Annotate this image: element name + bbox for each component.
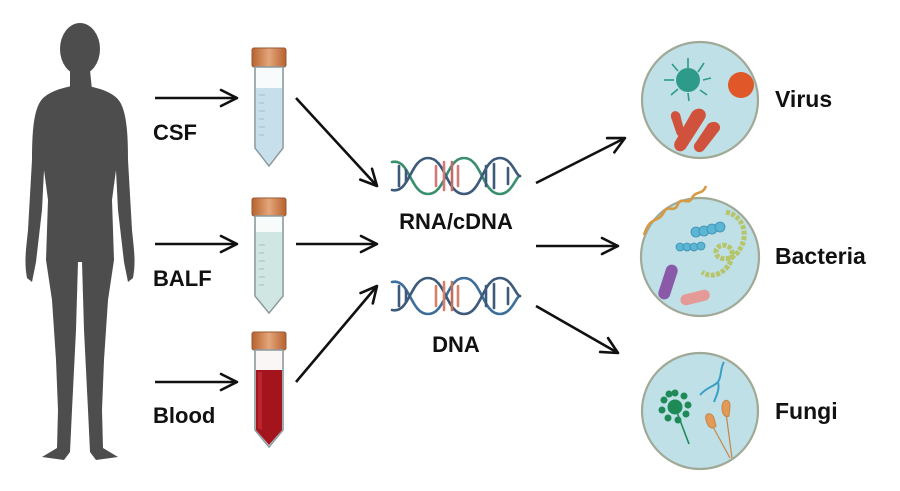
streptococcus-icon [700, 209, 747, 278]
bacteria-dish-icon [639, 185, 761, 318]
dna-helix-icon [390, 276, 522, 316]
blood-tube-icon [251, 331, 287, 449]
nucleic-acid-label-rna-cdna: RNA/cDNA [399, 209, 513, 234]
organism-label-fungi: Fungi [775, 398, 838, 424]
human-silhouette-icon [25, 23, 135, 460]
sample-label-csf: CSF [153, 120, 197, 145]
arrow-to-fungi [535, 304, 620, 355]
organism-label-bacteria: Bacteria [775, 243, 866, 269]
virus-dish-icon [640, 40, 760, 160]
sample-label-balf: BALF [153, 266, 212, 291]
balf-tube-icon [251, 197, 287, 315]
bacillus-pink-icon [680, 289, 710, 306]
virus-particle-icon [664, 58, 712, 102]
organism-label-virus: Virus [775, 86, 833, 112]
arrow-to-virus [535, 136, 627, 185]
fungi-dish-icon [640, 351, 760, 471]
bacillus-purple-icon [658, 264, 678, 300]
spirochete-icon [642, 185, 708, 236]
csf-tube-icon [251, 47, 287, 168]
aspergillus-icon [658, 389, 692, 445]
sample-label-blood: Blood [153, 403, 216, 428]
arrow-blood-to-dna [295, 284, 379, 383]
cocci-chain-icon [675, 221, 726, 252]
hyphae-icon [699, 361, 725, 403]
filovirus-icon [670, 108, 721, 153]
arrow-csf-to-rna [295, 97, 379, 188]
spore-stalks-icon [705, 399, 733, 459]
virus-sphere-icon [728, 72, 754, 98]
rna-cdna-helix-icon [390, 156, 522, 196]
nucleic-acid-label-dna: DNA [432, 332, 480, 357]
